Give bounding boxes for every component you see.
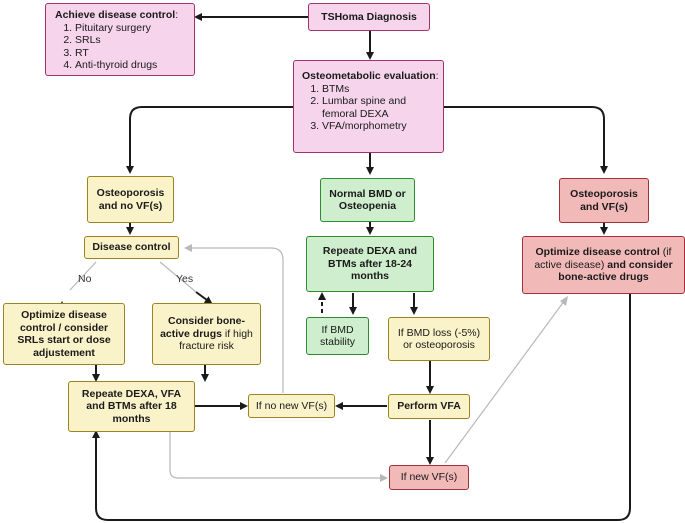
arrowhead-repeat-newvf [380,474,388,482]
node-repeat-dexa-vfa-label: Repeate DEXA, VFA and BTMs after 18 mont… [81,387,182,425]
node-disease-control: Disease control [84,236,179,259]
edge-newvf-optimize [444,299,566,464]
node-osteometabolic: Osteometabolic evaluation: BTMs Lumbar s… [293,60,444,153]
achieve-control-item: RT [75,47,188,60]
edge-label-no: No [78,273,92,285]
arrowhead-nonew-control [184,244,192,252]
osteometabolic-item: Lumbar spine and femoral DEXA [322,95,439,120]
optimize-bone-bold1: Optimize disease control [535,246,660,259]
edge-nonew-control [192,247,284,393]
optimize-bone-bold2: and consider bone-active drugs [558,258,673,284]
edge-control-yes-line [159,261,197,293]
edge-osteo-left [126,106,293,174]
node-perform-vfa-label: Perform VFA [397,400,461,413]
osteometabolic-colon: : [435,70,439,82]
osteometabolic-title: Osteometabolic evaluation [302,70,436,82]
edge-label-yes: Yes [176,273,194,285]
node-perform-vfa: Perform VFA [388,394,470,419]
node-osteoporosis-vf-label: Osteoporosis and VF(s) [570,188,638,213]
node-repeat-dexa-btm-label: Repeate DEXA and BTMs after 18-24 months [322,245,418,283]
node-optimize-bone: Optimize disease control (if active dise… [522,236,685,294]
achieve-control-item: Pituitary surgery [75,22,188,35]
osteometabolic-item: BTMs [322,83,439,96]
optimize-bone-normal: (if active disease) [534,246,672,271]
node-optimize-consider-srl: Optimize disease control / consider SRLs… [3,303,125,365]
arrowhead-newvf-optimize [560,296,568,306]
node-normal-bmd: Normal BMD or Osteopenia [320,178,415,222]
node-repeat-dexa-vfa: Repeate DEXA, VFA and BTMs after 18 mont… [68,381,195,432]
edge-control-yes [195,291,213,305]
achieve-control-colon: : [175,9,179,21]
node-repeat-dexa-btm: Repeate DEXA and BTMs after 18-24 months [306,236,434,292]
node-normal-bmd-label: Normal BMD or Osteopenia [329,187,406,213]
node-osteoporosis-vf: Osteoporosis and VF(s) [559,178,649,223]
node-osteoporosis-no-vf: Osteoporosis and no VF(s) [87,176,174,223]
achieve-control-item: Anti-thyroid drugs [75,59,188,72]
achieve-control-item: SRLs [75,34,188,47]
node-tshoma-diagnosis-label: TSHoma Diagnosis [321,10,417,23]
consider-bone-active-bold: Consider bone-active drugs [160,315,245,340]
node-if-bmd-loss-label: If BMD loss (-5%) or osteoporosis [397,326,481,352]
node-if-no-new-vf: If no new VF(s) [248,394,335,418]
node-tshoma-diagnosis: TSHoma Diagnosis [308,3,430,31]
node-consider-bone-active: Consider bone-active drugs if high fract… [152,303,261,365]
node-if-bmd-loss: If BMD loss (-5%) or osteoporosis [388,317,490,361]
node-if-bmd-stability: If BMD stability [306,317,369,355]
node-achieve-control: Achieve disease control: Pituitary surge… [45,3,195,76]
arrowhead-stability-up [318,292,326,300]
node-if-new-vf: If new VF(s) [389,465,469,490]
node-if-no-new-vf-label: If no new VF(s) [255,399,328,412]
edge-osteo-right [444,106,608,174]
osteometabolic-item: VFA/morphometry [322,120,439,133]
achieve-control-title: Achieve disease control [55,9,176,21]
consider-bone-active-normal: if high fracture risk [179,327,253,353]
edge-bottom-loop [92,262,631,521]
edge-control-no-line [69,261,97,291]
node-if-bmd-stability-label: If BMD stability [319,323,355,349]
node-if-new-vf-label: If new VF(s) [400,471,458,484]
edge-repeat-newvf [169,432,385,479]
node-osteoporosis-no-vf-label: Osteoporosis and no VF(s) [96,187,165,212]
node-optimize-consider-srl-label: Optimize disease control / consider SRLs… [17,309,111,359]
node-disease-control-label: Disease control [92,241,171,254]
